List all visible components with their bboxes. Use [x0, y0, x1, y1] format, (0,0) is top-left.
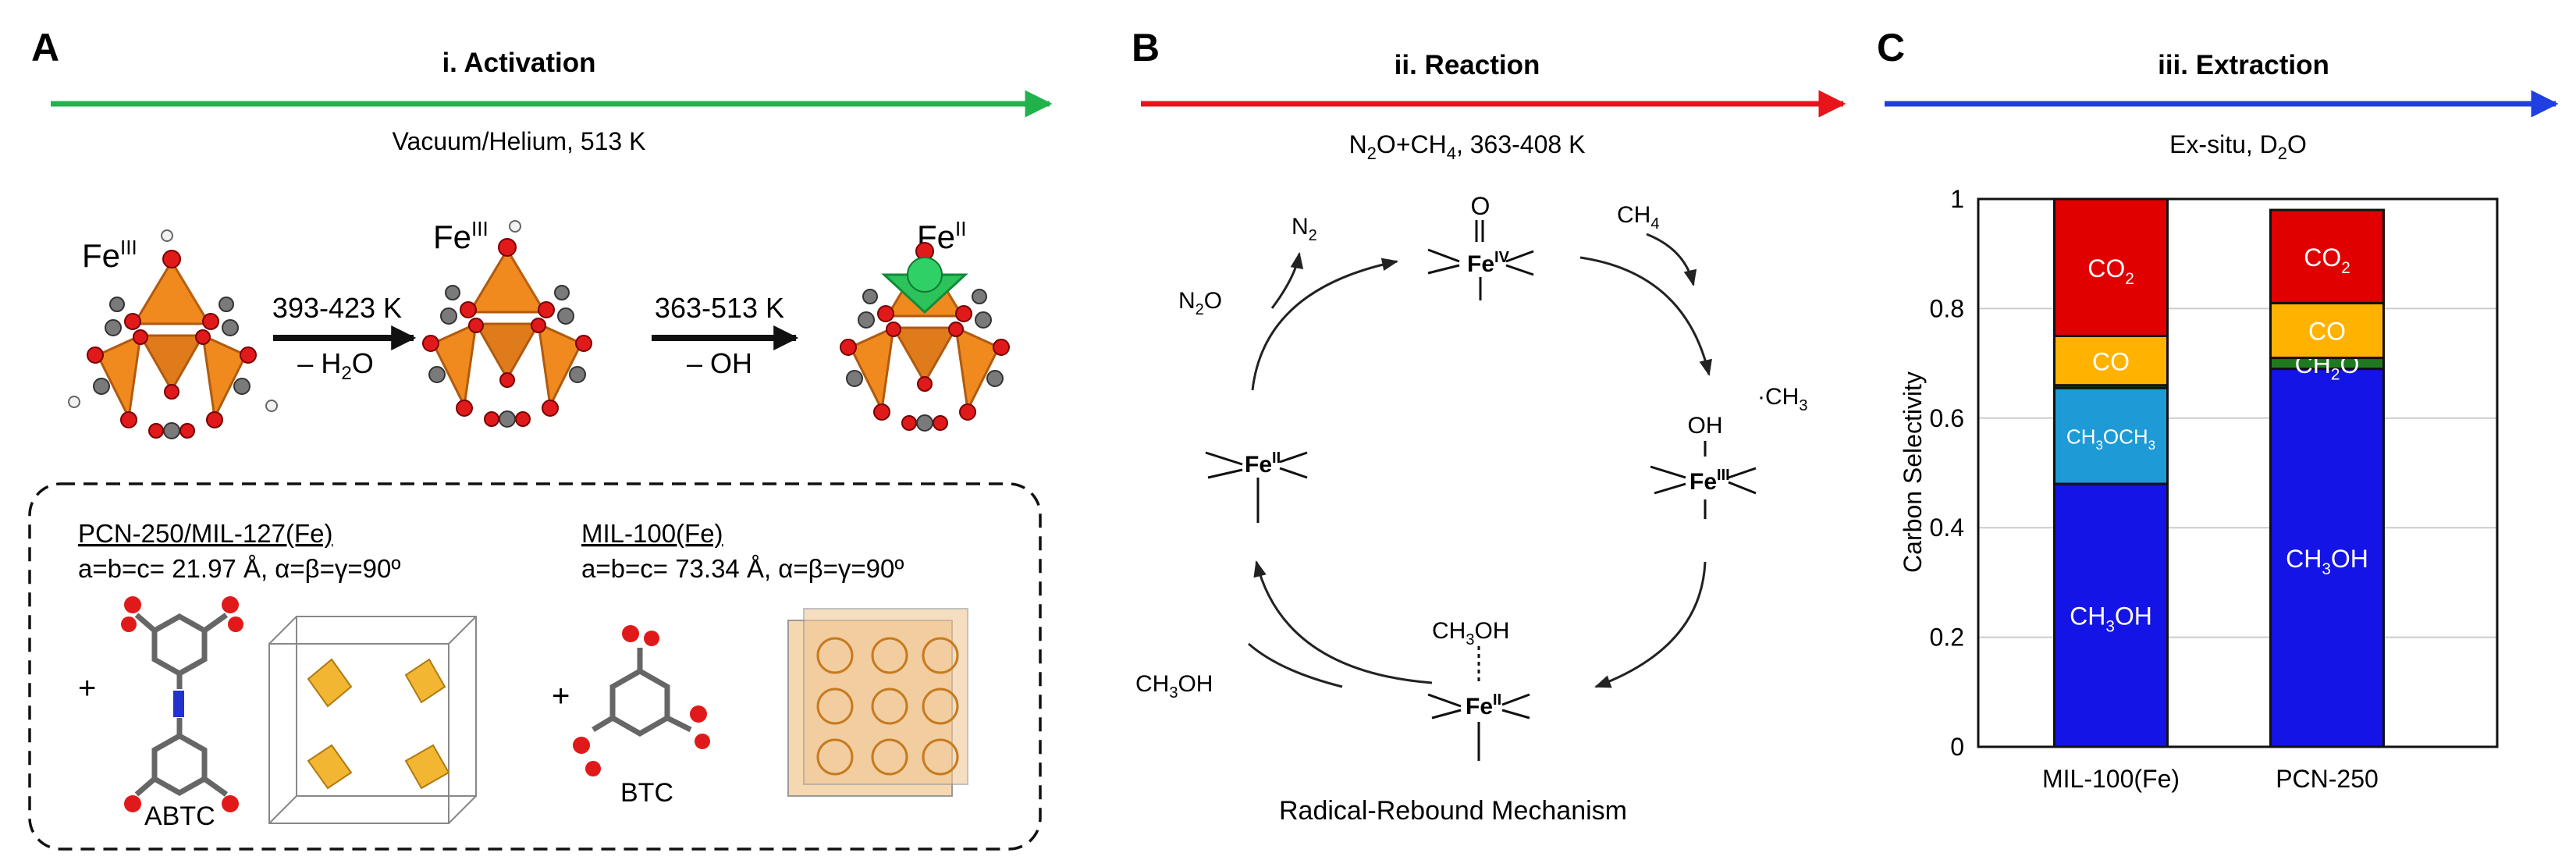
segment-label-ch3oh: CH3OH [2286, 545, 2368, 578]
y-tick-label: 0 [1950, 733, 1964, 761]
y-tick-label: 0.6 [1930, 404, 1964, 432]
state2-fe-label: FeIII [433, 217, 489, 255]
mil100-crystal [787, 608, 968, 797]
fe-iv-label: FeIV [1467, 249, 1510, 277]
mof1-name: PCN-250/MIL-127(Fe) [78, 519, 332, 548]
n2-product: N2 [1292, 214, 1317, 244]
fe-iii-hydroxide: OH FeIII [1650, 413, 1757, 519]
segment-label-co: CO [2308, 318, 2346, 346]
dehydroxylation-temp: 363-513 K [655, 292, 784, 324]
methyl-radical: ·CH3 [1757, 384, 1807, 414]
cycle-arrow-n2o [1251, 258, 1399, 391]
bar-segment-ch3och3 [2053, 386, 2169, 485]
bar-segment-co2 [2269, 208, 2385, 304]
panel-a-step-title: i. Activation [442, 48, 595, 78]
ch4-in-arrow [1646, 233, 1697, 287]
y-tick-label: 0.8 [1930, 294, 1964, 322]
fe-iv-oxo: O FeIV [1427, 192, 1534, 300]
methanol-product: CH3OH [1135, 671, 1213, 702]
dehydration-temp: 393-423 K [272, 292, 402, 324]
bar-segment-co2 [2053, 197, 2169, 337]
n2o-reactant: N2O [1178, 288, 1222, 318]
btc-atoms [573, 625, 710, 776]
pcn250-clusters [307, 658, 450, 790]
x-tick-label: PCN-250 [2276, 765, 2379, 793]
cycle-arrow-ch4 [1579, 256, 1712, 377]
abtc-plus: + [78, 671, 96, 705]
fe-ii-site: FeII [1205, 449, 1308, 523]
mof-info-box [28, 482, 1042, 851]
abtc-atoms [121, 596, 243, 812]
x-tick-label: MIL-100(Fe) [2042, 765, 2180, 793]
segment-label-ch3och3: CH3OCH3 [2066, 425, 2155, 452]
abtc-linker-structure [134, 613, 229, 797]
fe-ii-bottom-label: FeII [1466, 691, 1501, 720]
abtc-label: ABTC [144, 801, 215, 831]
bar-segment-ch3oh [2269, 368, 2385, 748]
ch4-reactant: CH4 [1617, 202, 1659, 233]
ch3oh-out-path [1248, 642, 1343, 688]
fe-iii-label: FeIII [1690, 467, 1730, 495]
activation-condition: Vacuum/Helium, 513 K [393, 127, 646, 155]
panel-a-letter: A [31, 26, 59, 69]
panel-b: B ii. Reaction N2O+CH4, 363-408 K O FeIV [1132, 26, 1846, 826]
btc-linker-structure [592, 648, 692, 737]
cycle-arrow-rebound [1594, 561, 1707, 688]
fe3-cluster-hydroxo [421, 220, 593, 428]
mechanism-caption: Radical-Rebound Mechanism [1279, 796, 1627, 826]
btc-label: BTC [620, 778, 673, 808]
hydroxide-label: OH [1688, 413, 1723, 439]
bound-methanol-label: CH3OH [1432, 618, 1509, 648]
cycle-arrow-release [1253, 560, 1433, 684]
mof2-cell: a=b=c= 73.34 Å, α=β=γ=90º [581, 554, 904, 583]
segment-label-ch3oh: CH3OH [2070, 602, 2152, 636]
fe3-cluster-hydrated [68, 229, 278, 440]
y-tick-label: 0.4 [1930, 513, 1964, 542]
mof1-cell: a=b=c= 21.97 Å, α=β=γ=90º [78, 554, 400, 583]
segment-label-co2: CO2 [2087, 254, 2134, 288]
panel-c: C iii. Extraction Ex-situ, D2O Carbon Se… [1877, 26, 2559, 793]
oxo-oxygen: O [1471, 192, 1491, 220]
panel-a: A i. Activation Vacuum/Helium, 513 K FeI… [28, 26, 1053, 851]
reaction-condition: N2O+CH4, 363-408 K [1349, 130, 1586, 163]
n2-out-arrow [1270, 251, 1304, 309]
btc-plus: + [552, 679, 570, 713]
dehydration-loss: – H2O [297, 347, 373, 384]
panel-b-step-title: ii. Reaction [1395, 50, 1540, 80]
segment-label-co2: CO2 [2304, 243, 2350, 277]
panel-c-step-title: iii. Extraction [2158, 50, 2329, 80]
catalytic-cycle [1248, 233, 1712, 688]
fe-ii-left-label: FeII [1245, 449, 1281, 478]
dehydroxylation-loss: – OH [687, 347, 752, 379]
bar-segment-co [2269, 301, 2385, 360]
chart-frame [1977, 197, 2499, 748]
fe-ii-methanol: CH3OH FeII [1427, 618, 1530, 761]
pcn250-crystal [268, 616, 477, 824]
panel-c-letter: C [1877, 26, 1905, 69]
state1-fe-label: FeIII [82, 236, 137, 274]
fe2-cluster-activated [839, 241, 1011, 432]
mof2-name: MIL-100(Fe) [581, 519, 723, 548]
panel-b-letter: B [1132, 26, 1160, 69]
extraction-condition: Ex-situ, D2O [2169, 130, 2307, 163]
bar-segment-ch3oh [2053, 482, 2169, 748]
y-tick-label: 0.2 [1930, 624, 1964, 652]
segment-label-co: CO [2092, 347, 2130, 375]
y-tick-label: 1 [1950, 185, 1964, 213]
y-axis-title: Carbon Selectivity [1899, 371, 1927, 573]
